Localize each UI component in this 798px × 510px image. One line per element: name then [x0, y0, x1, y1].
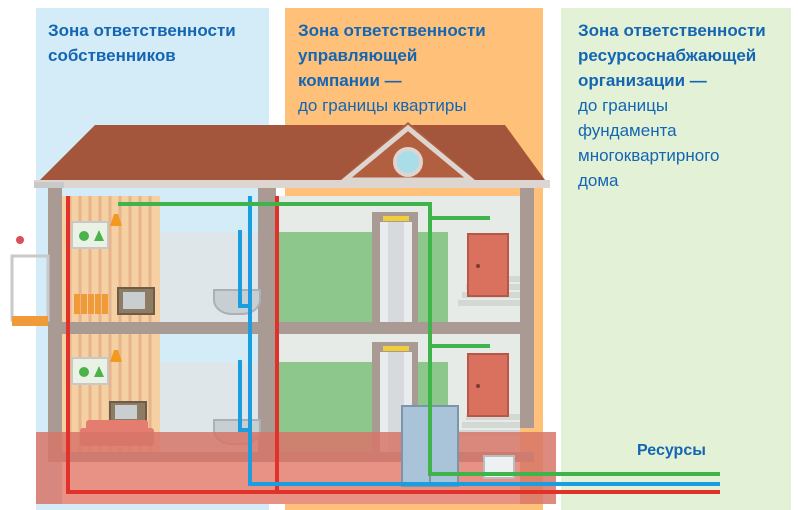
resources-label: Ресурсы [637, 442, 706, 460]
drainpipe-icon [34, 182, 64, 188]
radiator-icon [74, 294, 108, 314]
balcony [12, 256, 48, 320]
round-window-icon [395, 149, 421, 175]
painting-icon [72, 358, 108, 384]
floor-1-slab [48, 322, 534, 334]
flower-icon [16, 236, 24, 244]
roof [40, 125, 545, 180]
apartment-door-icon [468, 234, 508, 296]
bathtub-icon [214, 290, 260, 314]
apartment-door-icon [468, 354, 508, 416]
painting-icon [72, 222, 108, 248]
right-wall [520, 188, 534, 428]
